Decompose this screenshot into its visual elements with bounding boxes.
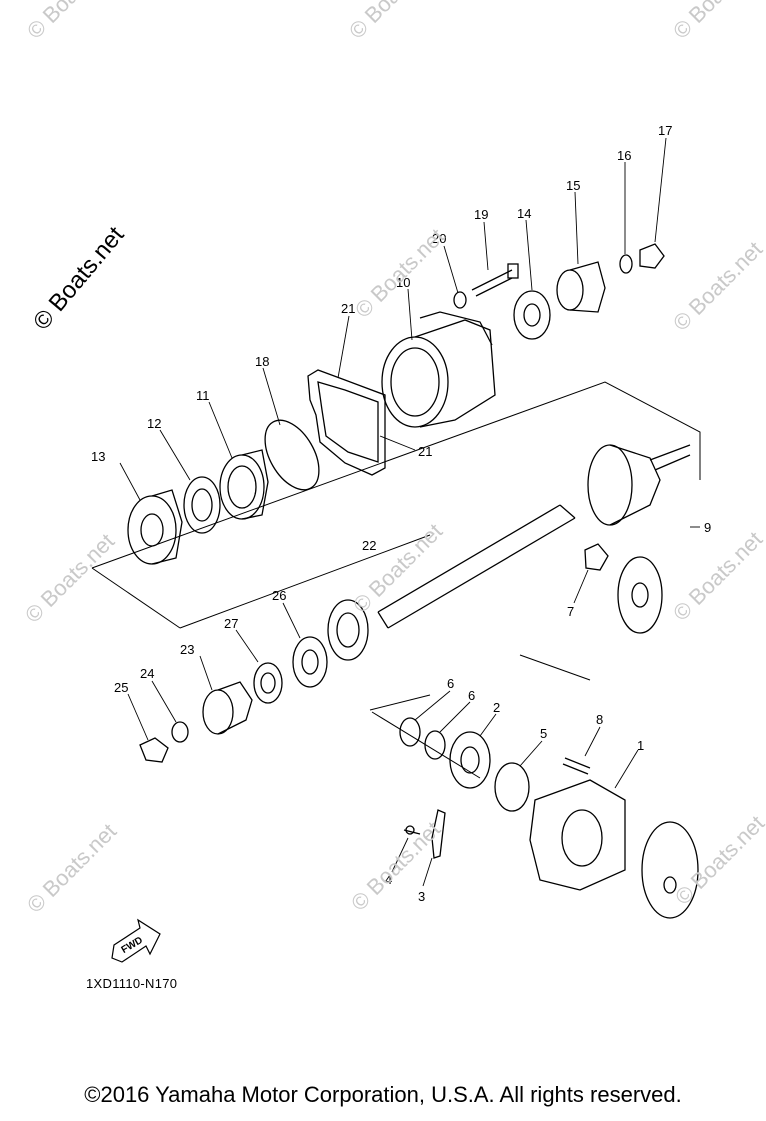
diagram-code: 1XD1110-N170: [86, 976, 178, 991]
bearing-11: [219, 449, 269, 520]
label-23: 23: [180, 642, 194, 657]
label-7: 7: [567, 604, 574, 619]
label-4: 4: [385, 872, 392, 887]
bearing-ring: [327, 599, 369, 661]
label-19: 19: [474, 207, 488, 222]
label-10: 10: [396, 275, 410, 290]
gear-1: [641, 821, 699, 919]
label-8: 8: [596, 712, 603, 727]
shim-6b: [424, 730, 446, 760]
bracket-3: [431, 809, 446, 859]
label-6b: 6: [468, 688, 475, 703]
washer-24: [171, 721, 189, 743]
housing-1: [529, 779, 626, 891]
label-27: 27: [224, 616, 238, 631]
copyright-notice: ©2016 Yamaha Motor Corporation, U.S.A. A…: [84, 1082, 682, 1107]
assembly-outline: [91, 381, 701, 779]
bolt-19: [471, 263, 519, 297]
label-20: 20: [432, 231, 446, 246]
nut-25: [139, 737, 169, 763]
svg-text:FWD: FWD: [120, 935, 145, 956]
bolt-8: [562, 757, 591, 775]
label-1: 1: [637, 738, 644, 753]
housing-10: [381, 311, 496, 428]
label-6a: 6: [447, 676, 454, 691]
nut-7: [584, 543, 609, 571]
coupling-15: [556, 261, 606, 313]
label-26: 26: [272, 588, 286, 603]
bearing-13: [127, 489, 183, 565]
label-22: 22: [362, 538, 376, 553]
label-9: 9: [704, 520, 711, 535]
label-16: 16: [617, 148, 631, 163]
seal-27: [253, 662, 283, 704]
label-12: 12: [147, 416, 161, 431]
label-15: 15: [566, 178, 580, 193]
bushing-23: [202, 681, 253, 735]
leader-lines: [119, 137, 700, 887]
label-24: 24: [140, 666, 154, 681]
shim-6a: [399, 717, 421, 747]
bearing-2: [449, 731, 491, 789]
label-2: 2: [493, 700, 500, 715]
gasket-21: [307, 369, 386, 476]
label-21a: 21: [341, 301, 355, 316]
label-14: 14: [517, 206, 531, 221]
nut-17: [639, 243, 665, 269]
label-5: 5: [540, 726, 547, 741]
shaft-22: [377, 504, 576, 629]
label-21b: 21: [418, 444, 432, 459]
oring-5: [494, 762, 530, 812]
label-17: 17: [658, 123, 672, 138]
label-3: 3: [418, 889, 425, 904]
oring-18: [264, 419, 320, 491]
gear-set-9: [587, 444, 691, 634]
washer-16: [619, 254, 633, 274]
bolt-4: [403, 825, 421, 835]
bearing-14: [513, 290, 551, 340]
part-labels: 1 2 3 4 5 6 6 7 8 9 10 11 12 13 14 15 16…: [91, 123, 711, 904]
retainer-12: [183, 476, 221, 534]
label-13: 13: [91, 449, 105, 464]
label-11: 11: [196, 388, 210, 403]
washer-20: [453, 291, 467, 309]
label-18: 18: [255, 354, 269, 369]
label-25: 25: [114, 680, 128, 695]
fwd-arrow-icon: FWD: [111, 918, 161, 963]
bearing-26: [292, 636, 328, 688]
